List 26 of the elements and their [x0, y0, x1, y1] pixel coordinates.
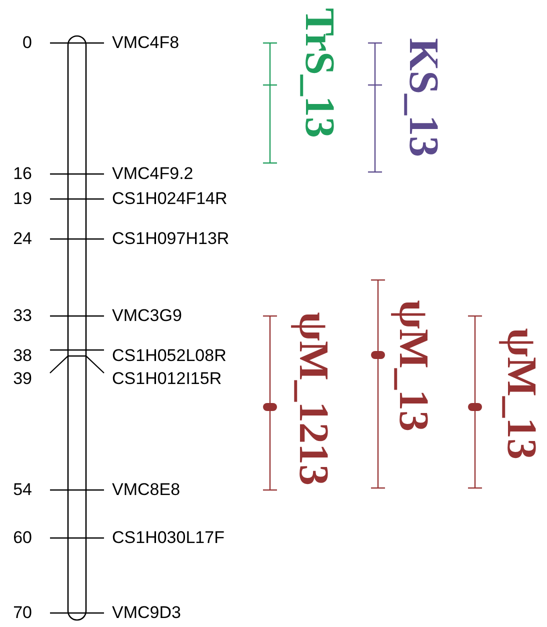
qtl-label: ψM_13	[392, 300, 434, 432]
position-number: 33	[12, 306, 32, 326]
marker-name: VMC4F9.2	[112, 164, 194, 184]
position-number: 54	[12, 480, 32, 500]
position-number: 24	[12, 229, 32, 249]
position-number: 38	[12, 346, 32, 366]
marker-name: VMC9D3	[112, 603, 181, 623]
qtl-label: KS_13	[402, 38, 444, 158]
chromosome-bar	[67, 35, 87, 621]
qtl-label: TrS_13	[298, 8, 340, 138]
marker-name: CS1H097H13R	[112, 229, 230, 249]
position-number: 70	[12, 603, 32, 623]
position-number: 39	[12, 369, 32, 389]
marker-name: VMC8E8	[112, 480, 180, 500]
position-number: 0	[22, 33, 32, 53]
position-number: 16	[12, 164, 32, 184]
qtl-label: ψM_1213	[292, 312, 334, 486]
marker-name: CS1H052L08R	[112, 346, 226, 366]
position-number: 19	[12, 189, 32, 209]
marker-name: CS1H024F14R	[112, 189, 228, 209]
marker-name: CS1H030L17F	[112, 528, 224, 548]
marker-name: VMC4F8	[112, 33, 180, 53]
qtl-label: ψM_13	[500, 328, 542, 460]
marker-name: VMC3G9	[112, 306, 182, 326]
marker-name: CS1H012I15R	[112, 369, 222, 389]
position-number: 60	[12, 528, 32, 548]
